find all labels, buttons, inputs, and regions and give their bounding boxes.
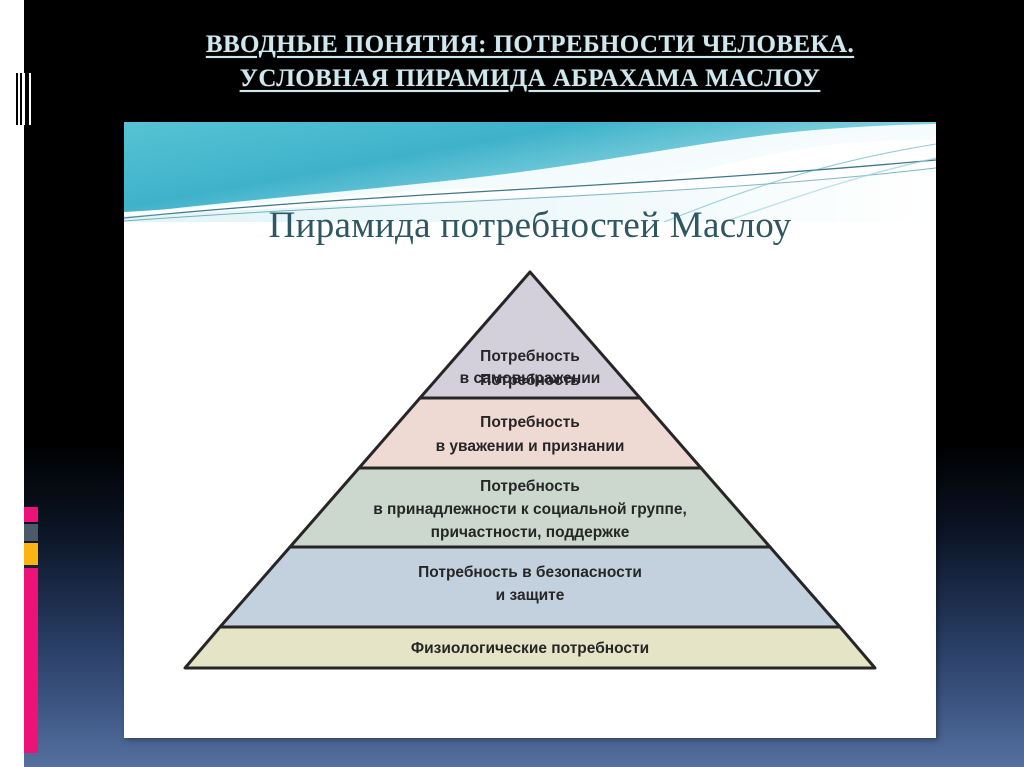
left-margin-strip — [0, 0, 24, 767]
level-4-text-line-2: и защите — [496, 587, 565, 604]
teal-wave-banner — [124, 122, 936, 222]
level-2-text-line-2: в уважении и признании — [436, 438, 625, 455]
barcode-mark-icon — [16, 73, 40, 125]
diagram-heading: Пирамида потребностей Маслоу — [268, 205, 792, 246]
slide-title-line-1: ВВОДНЫЕ ПОНЯТИЯ: ПОТРЕБНОСТИ ЧЕЛОВЕКА. — [205, 31, 855, 58]
level-4-text-line-1: Потребность в безопасности — [418, 564, 642, 581]
level-1-line-1: Потребность — [480, 372, 580, 389]
level-3-text-line-3: причастности, поддержке — [431, 524, 630, 541]
chip-magenta-top — [24, 507, 38, 522]
slide-title: ВВОДНЫЕ ПОНЯТИЯ: ПОТРЕБНОСТИ ЧЕЛОВЕКА. У… — [124, 28, 936, 95]
level-3-text-line-2: в принадлежности к социальной группе, — [373, 501, 687, 518]
pyramid-labels: Потребность в самовыражении Потребность … — [373, 348, 687, 657]
level-5-text-line-1: Физиологические потребности — [411, 640, 649, 657]
level-2-text-line-1: Потребность — [480, 414, 580, 431]
maslow-pyramid-svg: Потребность — [183, 270, 877, 670]
content-panel: Пирамида потребностей Маслоу Потребность — [124, 122, 936, 738]
level-1-text-line-2: в самовыражении — [460, 370, 601, 387]
chip-magenta-bar — [24, 568, 38, 753]
level-3-text-line-1: Потребность — [480, 478, 580, 495]
slide-title-line-2: УСЛОВНАЯ ПИРАМИДА АБРАХАМА МАСЛОУ — [239, 64, 821, 92]
maslow-pyramid: Потребность — [124, 262, 936, 682]
pyramid-level-physiological — [183, 625, 877, 670]
pyramid-level-esteem — [357, 396, 703, 470]
chip-amber — [24, 543, 38, 565]
chip-slate — [24, 524, 38, 541]
level-1-text-line-1: Потребность — [480, 348, 580, 365]
